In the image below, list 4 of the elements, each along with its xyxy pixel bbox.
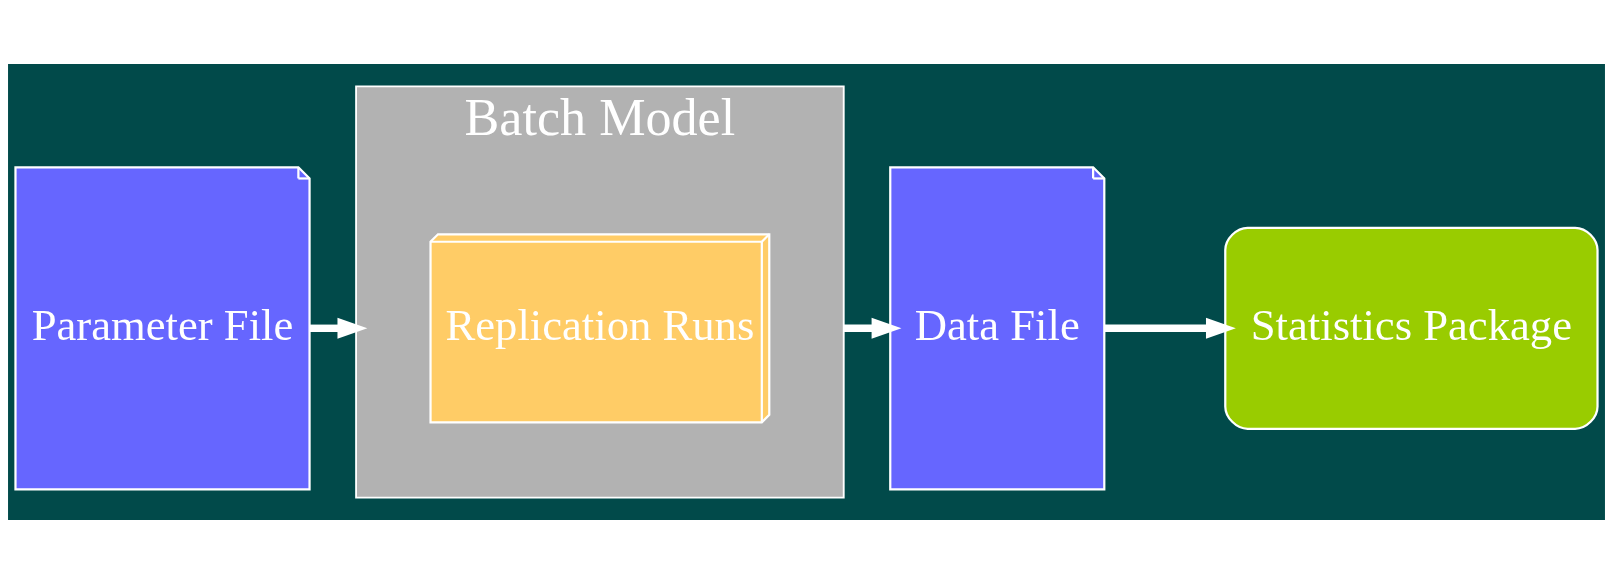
node-box: Statistics Package: [1224, 226, 1599, 430]
arrow: [1104, 317, 1236, 339]
arrow: [310, 317, 368, 339]
arrow: [843, 317, 902, 339]
